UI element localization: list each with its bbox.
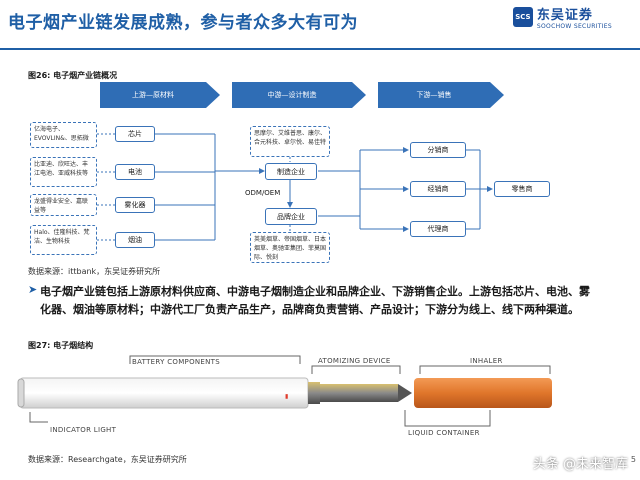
svg-text:▮: ▮ (285, 394, 288, 400)
header-divider (0, 48, 640, 50)
atomizer-ring (308, 382, 320, 404)
figure-27-label: 图27: 电子烟结构 (28, 341, 94, 350)
label-inhaler: INHALER (470, 357, 503, 365)
figure-26-source: 数据来源：ittbank，东吴证券研究所 (28, 267, 161, 276)
battery-body (19, 377, 309, 409)
stage-upstream: 上游—原材料 (132, 91, 174, 99)
design-manufacturer-note: 思摩尔、艾维普思、康尔、合元科技、卓尔悦、易佳特 (250, 126, 330, 157)
label-liquid-container: LIQUID CONTAINER (408, 429, 480, 437)
logo-cn-text: 东吴证券 (536, 8, 593, 23)
label-atomizing-device: ATOMIZING DEVICE (318, 357, 391, 365)
channel-distributor: 分销商 (410, 142, 466, 158)
stage-banner-midstream (232, 82, 366, 108)
logo-mark-icon: SCS (512, 7, 533, 27)
stage-downstream: 下游—销售 (416, 91, 452, 99)
upstream-note-eliquid: Halo、佳隆科技、梵洁、生物科技 (30, 225, 97, 255)
odm-oem-label: ODM/OEM (245, 189, 281, 197)
atomizer-tip (398, 384, 412, 402)
material-atomizer: 雾化器 (115, 197, 155, 213)
bullet-icon: ➤ (28, 283, 38, 296)
manufacturer-box: 制造企业 (265, 163, 317, 180)
inhaler-filter (414, 378, 552, 408)
company-logo: SCS 东吴证券 SOOCHOW SECURITIES (512, 4, 612, 30)
material-battery: 电池 (115, 164, 155, 180)
upstream-note-battery: 比亚迪、欣旺达、丰江电池、亚威科技等 (30, 157, 97, 187)
atomizer-body (320, 384, 398, 402)
page-title: 电子烟产业链发展成熟，参与者众多大有可为 (8, 13, 358, 33)
watermark: 头条 @未来智库 (532, 457, 628, 472)
material-chip: 芯片 (115, 126, 155, 142)
figure-27-source: 数据来源：Researchgate，东吴证券研究所 (28, 455, 187, 464)
retailer-box: 零售商 (494, 181, 550, 197)
stage-banner-downstream (378, 82, 504, 108)
page-number: 5 (630, 455, 636, 464)
body-paragraph: 电子烟产业链包括上游原材料供应商、中游电子烟制造企业和品牌企业、下游销售企业。上… (40, 285, 590, 316)
upstream-note-chip: 亿海电子、EVOVLIN&、思拓微 (30, 122, 97, 148)
stage-banner-upstream (100, 82, 220, 108)
label-indicator-light: INDICATOR LIGHT (50, 426, 117, 434)
stage-midstream: 中游—设计制造 (267, 91, 317, 99)
upstream-note-atomizer: 龙盛得业安全、嘉联益等 (30, 194, 97, 216)
channel-agent: 代理商 (410, 221, 466, 237)
channel-dealer: 经销商 (410, 181, 466, 197)
indicator-light (17, 378, 25, 408)
material-eliquid: 烟油 (115, 232, 155, 248)
brand-box: 品牌企业 (265, 208, 317, 225)
supply-chain-connectors (97, 82, 504, 241)
label-battery-components: BATTERY COMPONENTS (132, 358, 220, 366)
logo-en-text: SOOCHOW SECURITIES (536, 23, 612, 30)
figure-26-label: 图26: 电子烟产业链概况 (28, 71, 118, 80)
brand-note: 英美烟草、帝国烟草、日本烟草、奥驰亚集团、菲莫国际、悦刻 (250, 232, 330, 263)
